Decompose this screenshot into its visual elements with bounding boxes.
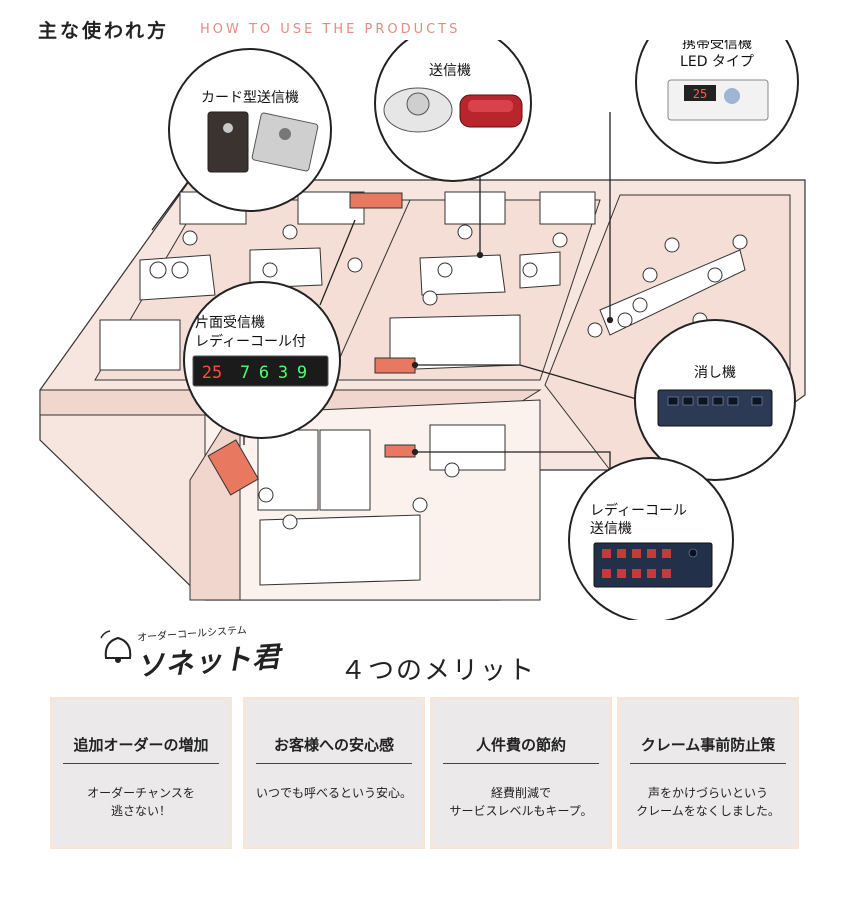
merit-card-body: いつでも呼べるという安心。 [255,786,412,800]
wall-receiver [349,192,403,209]
merit-card-body: 経費削減で サービスレベルもキープ。 [449,786,593,818]
page-title: 主な使われ方 [38,20,170,42]
merit-card-title: クレーム事前防止策 [630,734,786,764]
bubble-mobile-label-1: 携帯受信機 [682,40,752,52]
bubble-lady-label-2: 送信機 [590,521,632,537]
merits-title: ４つのメリット [340,656,537,686]
merit-card-body: オーダーチャンスを 逃さない！ [87,786,195,818]
display-digit-3: 6 [259,363,269,383]
bubble-lady-call: レディーコール 送信機 [568,457,734,620]
bubble-mobile-receiver: 携帯受信機 LED タイプ 25 [635,40,799,164]
merit-card-title: 人件費の節約 [443,734,599,764]
bubble-cancel-label: 消し機 [694,365,736,381]
display-digit-2: 7 [240,363,250,383]
bubble-single-label-2: レディーコール付 [195,333,306,350]
page-subtitle: HOW TO USE THE PRODUCTS [200,22,461,37]
merit-card-2: お客様への安心感 いつでも呼べるという安心。 [243,697,425,849]
merit-card-1: 追加オーダーの増加 オーダーチャンスを 逃さない！ [50,697,232,849]
bubble-card-label: カード型送信機 [201,90,299,106]
display-digit-4: 3 [278,363,288,383]
merit-card-4: クレーム事前防止策 声をかけづらいという クレームをなくしました。 [617,697,799,849]
cancel-unit-wall [374,357,416,374]
display-digit-1: 25 [202,363,222,383]
bubble-card-transmitter: カード型送信機 [168,48,332,212]
merit-card-title: 追加オーダーの増加 [63,734,219,764]
bubble-cancel-unit: 消し機 [634,319,796,481]
merit-card-title: お客様への安心感 [256,734,412,764]
bell-icon [100,630,132,663]
lady-call-wall [384,444,416,458]
merit-card-body: 声をかけづらいという クレームをなくしました。 [636,786,780,818]
bubble-single-label-1: 片面受信機 [195,315,265,331]
display-digit-5: 9 [297,363,307,383]
brand-name: ソネット君 [135,639,283,684]
mobile-led-digits: 25 [693,87,707,101]
bubble-sender-label: 送信機 [429,63,471,79]
kitchen-display [207,439,260,496]
bubble-mobile-label-2: LED タイプ [680,54,754,70]
bubble-transmitter: 送信機 [374,40,532,182]
merit-card-3: 人件費の節約 経費削減で サービスレベルもキープ。 [430,697,612,849]
bubble-single-receiver: 片面受信機 レディーコール付 25 7 6 3 9 [183,281,341,439]
bubble-lady-label-1: レディーコール [590,502,687,519]
restaurant-illustration: カード型送信機 送信機 携帯受信機 LED タイプ 25 片面受信機 レディーコ… [39,40,806,620]
